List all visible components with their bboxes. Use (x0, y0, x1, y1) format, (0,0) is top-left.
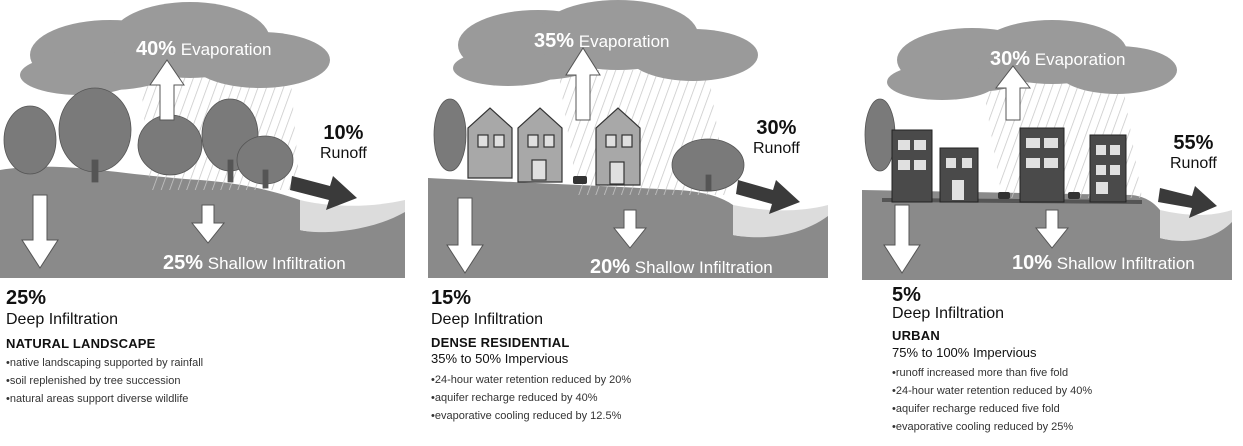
deep-infiltration-arrow (446, 197, 484, 274)
shallow-infiltration-percent: 20% (590, 256, 631, 278)
list-item: evaporative cooling reduced by 12.5% (431, 407, 631, 425)
shallow-infiltration-arrow (190, 204, 226, 244)
list-item: soil replenished by tree succession (6, 372, 203, 390)
water-body (300, 200, 405, 233)
panel-subtitle: 35% to 50% Impervious (431, 351, 569, 366)
deep-infiltration-percent: 25% (6, 287, 47, 309)
panel-dense-residential: 35% Evaporation 30% Runoff 20% Shallow I… (428, 0, 828, 446)
deep-infiltration-arrow (21, 194, 59, 269)
dense-residential-illustration (428, 0, 828, 278)
bullet-list: native landscaping supported by rainfall… (6, 354, 203, 408)
list-item: natural areas support diverse wildlife (6, 390, 203, 408)
runoff-percent: 55% (1173, 132, 1214, 154)
building-windows (898, 138, 1120, 200)
runoff-arrow (1158, 186, 1217, 218)
shallow-infiltration-word: Shallow Infiltration (634, 258, 773, 277)
car-icon (573, 176, 587, 184)
runoff-label: 10% Runoff (320, 122, 367, 163)
water-body (733, 205, 828, 238)
list-item: runoff increased more than five fold (892, 364, 1092, 382)
natural-landscape-illustration (0, 2, 405, 278)
runoff-arrow (290, 176, 357, 210)
runoff-label: 55% Runoff (1170, 132, 1217, 173)
shallow-infiltration-word: Shallow Infiltration (1056, 254, 1195, 273)
evaporation-arrow (565, 47, 601, 121)
deep-infiltration-word: Deep Infiltration (892, 305, 1005, 322)
houses (467, 107, 641, 186)
panel-natural-landscape: 40% Evaporation 10% Runoff 25% Shallow I… (0, 0, 405, 446)
cloud (453, 0, 758, 86)
runoff-word: Runoff (320, 145, 367, 162)
evaporation-word: Evaporation (180, 40, 272, 59)
runoff-word: Runoff (753, 140, 800, 157)
runoff-arrow (736, 180, 800, 214)
evaporation-percent: 30% (990, 48, 1031, 70)
list-item: aquifer recharge reduced by 40% (431, 389, 631, 407)
shallow-infiltration-label: 10% Shallow Infiltration (1012, 252, 1195, 275)
shallow-infiltration-label: 20% Shallow Infiltration (590, 256, 773, 279)
runoff-label: 30% Runoff (753, 117, 800, 158)
runoff-percent: 10% (323, 122, 364, 144)
shallow-infiltration-arrow (612, 209, 648, 249)
evaporation-word: Evaporation (1034, 50, 1126, 69)
evaporation-label: 40% Evaporation (136, 38, 272, 61)
shallow-infiltration-percent: 10% (1012, 252, 1053, 274)
deep-infiltration-arrow (883, 204, 921, 274)
bullet-list: 24-hour water retention reduced by 20% a… (431, 371, 631, 425)
deep-infiltration-percent: 15% (431, 287, 472, 309)
list-item: aquifer recharge reduced five fold (892, 400, 1092, 418)
deep-infiltration-word: Deep Infiltration (6, 311, 119, 328)
shallow-infiltration-word: Shallow Infiltration (207, 254, 346, 273)
panel-title: DENSE RESIDENTIAL (431, 335, 570, 350)
bullet-list: runoff increased more than five fold 24-… (892, 364, 1092, 436)
list-item: 24-hour water retention reduced by 40% (892, 382, 1092, 400)
cloud (20, 2, 330, 95)
shallow-infiltration-arrow (1034, 209, 1070, 249)
water-body (1160, 210, 1232, 241)
trees (433, 98, 745, 192)
trees (864, 98, 896, 172)
car-icon (998, 192, 1010, 199)
panel-subtitle: 75% to 100% Impervious (892, 345, 1037, 360)
deep-infiltration-percent: 5% (892, 284, 921, 306)
runoff-word: Runoff (1170, 155, 1217, 172)
panel-urban: 30% Evaporation 55% Runoff 10% Shallow I… (862, 0, 1242, 446)
evaporation-percent: 40% (136, 38, 177, 60)
evaporation-percent: 35% (534, 30, 575, 52)
cloud (887, 20, 1177, 100)
list-item: native landscaping supported by rainfall (6, 354, 203, 372)
panel-title: URBAN (892, 328, 940, 343)
car-icon (1068, 192, 1080, 199)
list-item: evaporative cooling reduced by 25% (892, 418, 1092, 436)
deep-infiltration-word: Deep Infiltration (431, 311, 544, 328)
urban-illustration (862, 20, 1232, 280)
evaporation-word: Evaporation (578, 32, 670, 51)
trees (3, 87, 294, 189)
evaporation-arrow (149, 59, 185, 121)
shallow-infiltration-percent: 25% (163, 252, 204, 274)
runoff-percent: 30% (756, 117, 797, 139)
evaporation-label: 30% Evaporation (990, 48, 1126, 71)
evaporation-arrow (994, 65, 1032, 121)
list-item: 24-hour water retention reduced by 20% (431, 371, 631, 389)
shallow-infiltration-label: 25% Shallow Infiltration (163, 252, 346, 275)
evaporation-label: 35% Evaporation (534, 30, 670, 53)
panel-title: NATURAL LANDSCAPE (6, 336, 156, 351)
